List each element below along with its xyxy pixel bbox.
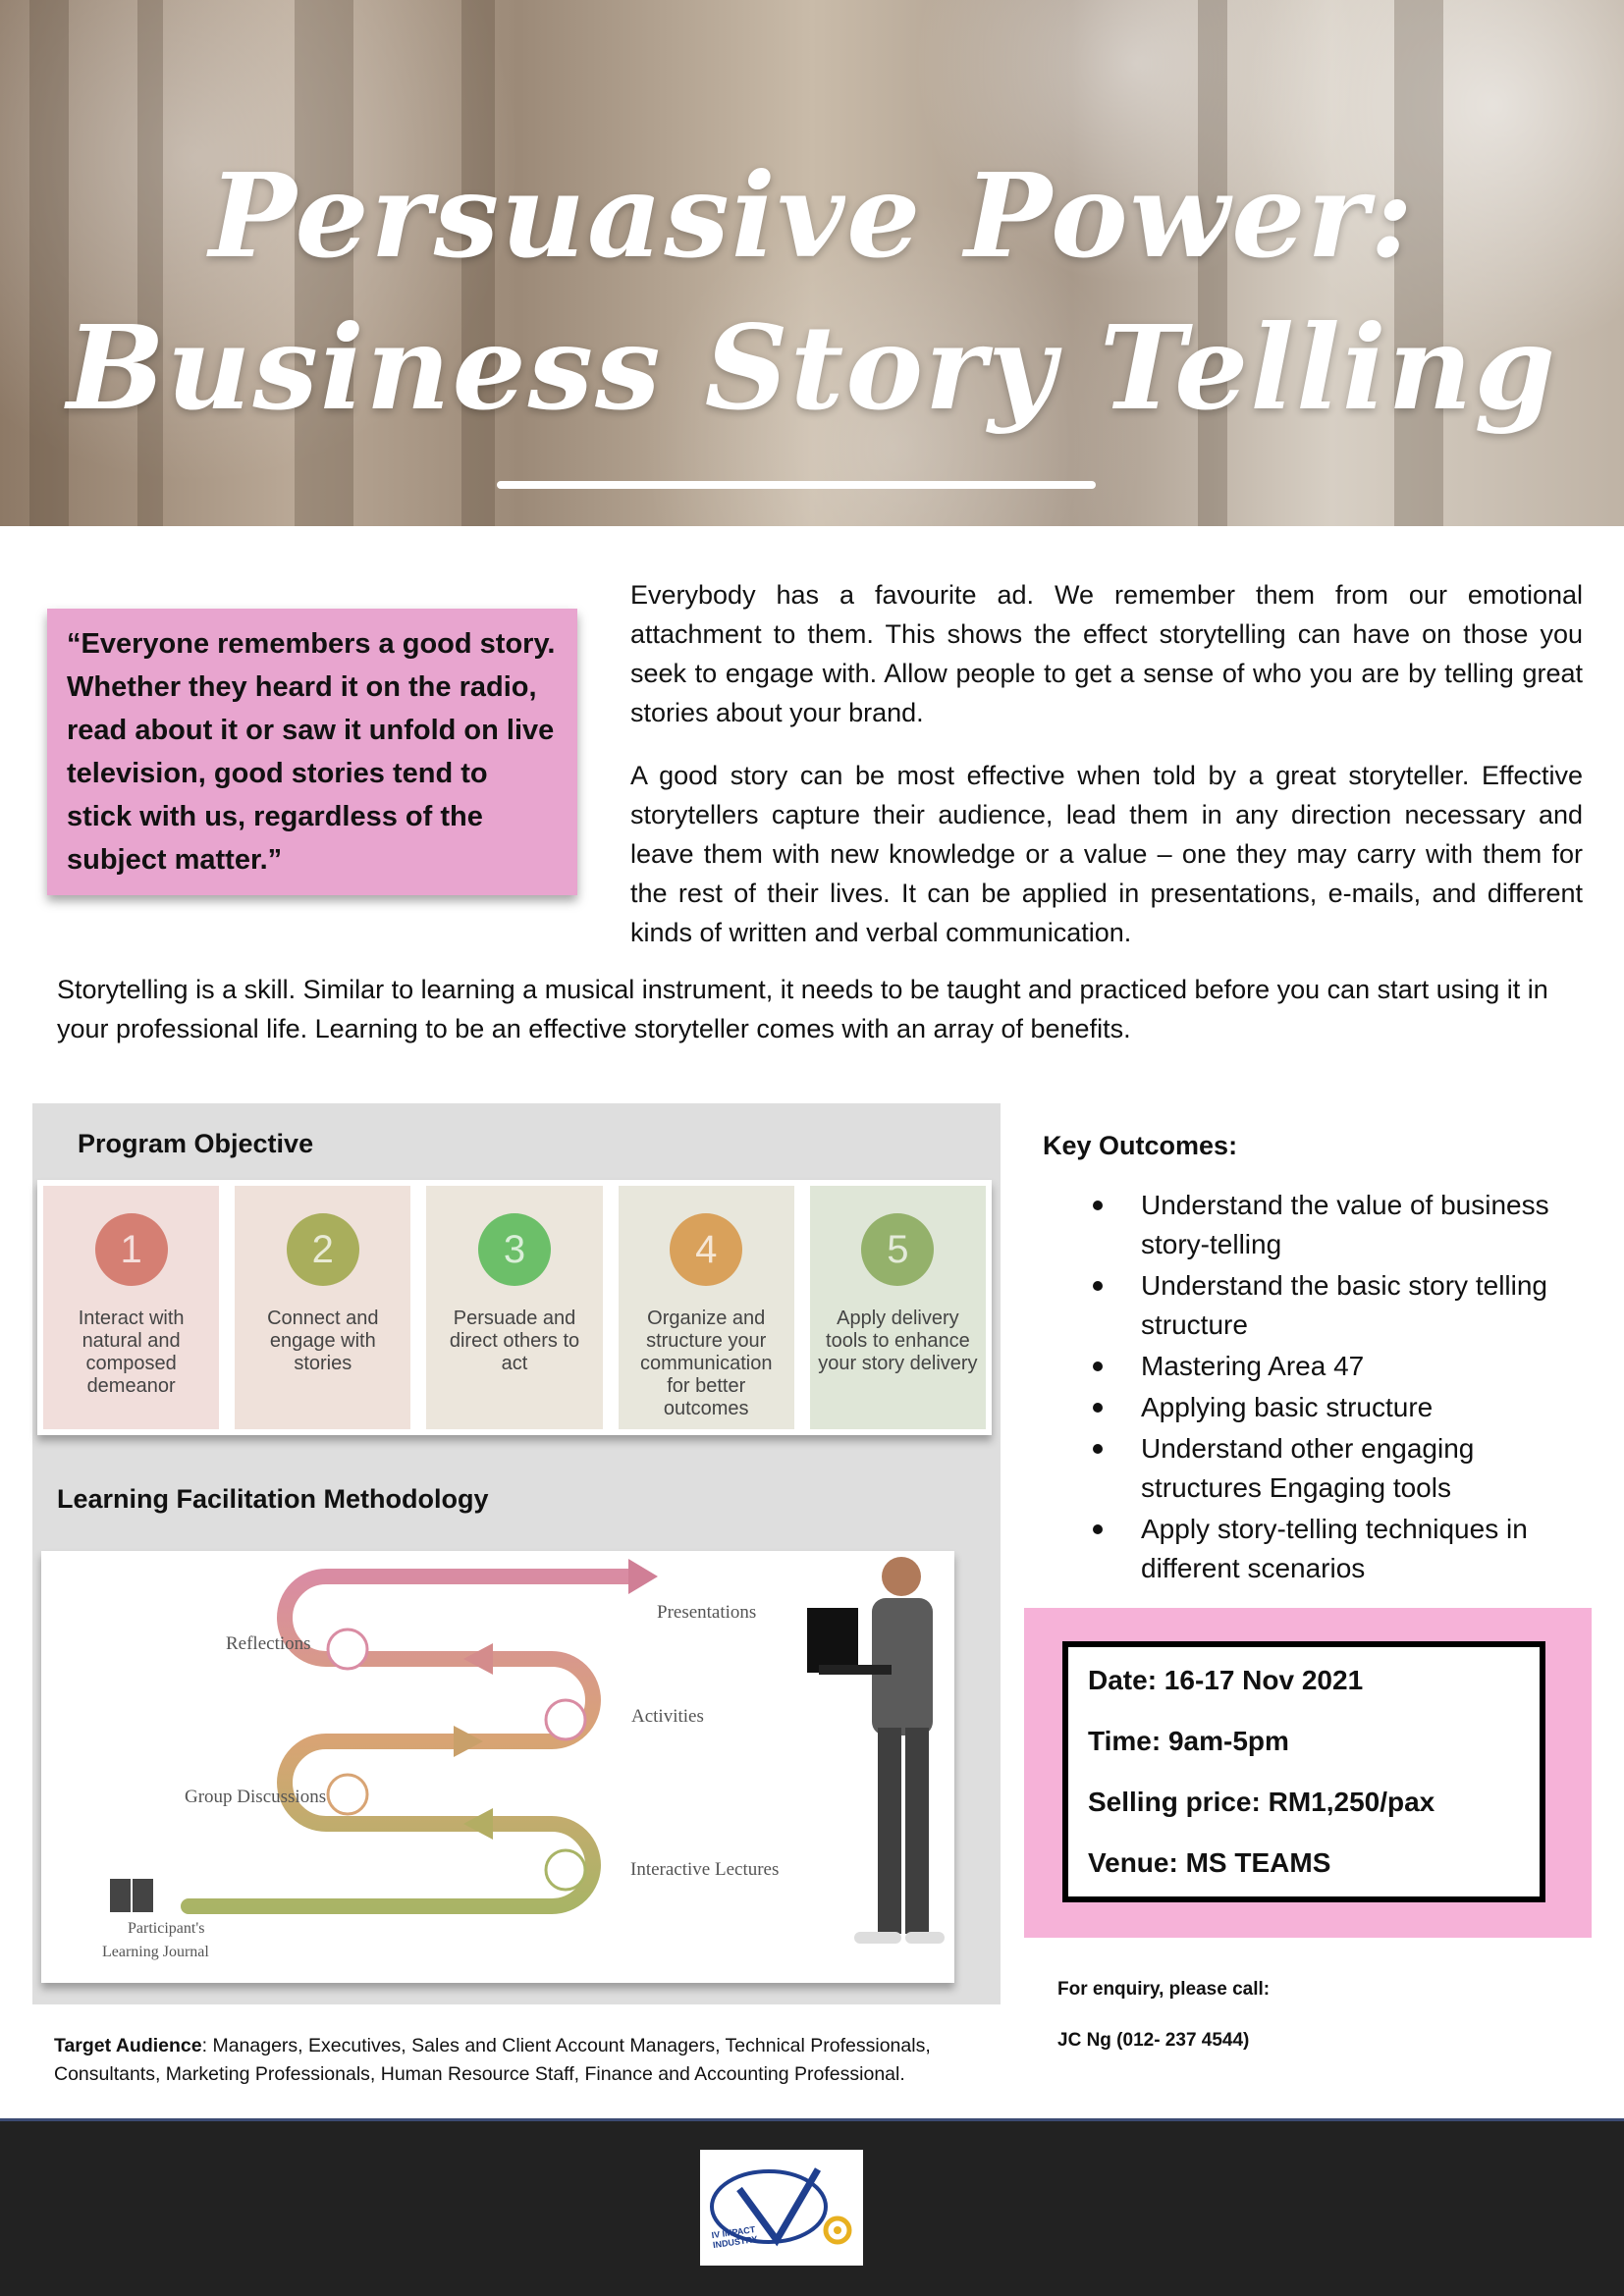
hero-underline (497, 481, 1096, 489)
key-outcome-item: Apply story-telling techniques in differ… (1090, 1510, 1600, 1588)
arrow-head-icon (463, 1643, 493, 1675)
hero-title-line1: Persuasive Power: (208, 147, 1416, 284)
hero-shelf (295, 0, 353, 526)
enquiry-label: For enquiry, please call: (1057, 1979, 1271, 2000)
company-logo: IV IMPACT INDUSTRY (700, 2150, 863, 2266)
target-audience-label: Target Audience (54, 2035, 202, 2056)
label-journal-line2: Learning Journal (102, 1944, 209, 1960)
hero-shelf (29, 0, 69, 526)
objective-card: 1 Interact with natural and composed dem… (43, 1186, 220, 1429)
target-audience: Target Audience: Managers, Executives, S… (54, 2032, 997, 2089)
label-activities: Activities (631, 1706, 704, 1727)
hero-title-line2: Business Story Telling (67, 299, 1557, 436)
label-journal-line1: Participant's (128, 1920, 205, 1937)
hero-shelf (461, 0, 495, 526)
label-group-discussions: Group Discussions (185, 1787, 327, 1807)
label-reflections: Reflections (226, 1633, 311, 1654)
event-info-box: Date: 16-17 Nov 2021 Time: 9am-5pm Selli… (1062, 1641, 1545, 1902)
hero-shelf (137, 0, 163, 526)
enquiry-contact: JC Ng (012- 237 4544) (1057, 2030, 1250, 2051)
target-audience-text: : Managers, Executives, Sales and Client… (54, 2035, 931, 2085)
objective-label: Organize and structure your communicatio… (639, 1308, 773, 1419)
program-objective-heading: Program Objective (78, 1129, 314, 1158)
methodology-diagram: Presentations Reflections Activities Gro… (41, 1551, 954, 1983)
objective-number: 3 (478, 1213, 551, 1286)
label-presentations: Presentations (657, 1602, 757, 1623)
reflection-icon (326, 1628, 369, 1671)
quote-box: “Everyone remembers a good story. Whethe… (47, 609, 577, 895)
key-outcome-item: Understand the basic story telling struc… (1090, 1266, 1600, 1345)
logo-icon (710, 2167, 852, 2247)
hero-banner: Persuasive Power: Business Story Telling (0, 0, 1624, 526)
objective-label: Interact with natural and composed demea… (78, 1308, 185, 1397)
objective-label: Connect and engage with stories (267, 1308, 379, 1374)
key-outcome-item: Mastering Area 47 (1090, 1347, 1600, 1386)
event-price: Selling price: RM1,250/pax (1088, 1787, 1435, 1817)
methodology-path (181, 1569, 638, 1914)
objective-number: 4 (670, 1213, 743, 1286)
objective-strip: 1 Interact with natural and composed dem… (37, 1180, 992, 1435)
arrow-head-icon (628, 1559, 658, 1594)
hero-shelf (1198, 0, 1227, 526)
arrow-head-icon (463, 1808, 493, 1840)
quote-text: “Everyone remembers a good story. Whethe… (67, 628, 556, 876)
lecture-icon (544, 1848, 587, 1892)
arrow-head-icon (454, 1726, 483, 1757)
key-outcome-item: Applying basic structure (1090, 1388, 1600, 1427)
event-time: Time: 9am-5pm (1088, 1726, 1289, 1756)
label-interactive-lectures: Interactive Lectures (630, 1859, 780, 1880)
objective-card: 5 Apply delivery tools to enhance your s… (809, 1186, 987, 1429)
objective-label: Persuade and direct others to act (449, 1308, 580, 1374)
key-outcomes-list: Understand the value of business story-t… (1090, 1186, 1600, 1590)
objective-card: 2 Connect and engage with stories (235, 1186, 411, 1429)
objective-card: 4 Organize and structure your communicat… (618, 1186, 794, 1429)
objective-card: 3 Persuade and direct others to act (426, 1186, 603, 1429)
presenter-figure-icon (807, 1557, 945, 1944)
key-outcomes-heading: Key Outcomes: (1043, 1131, 1238, 1160)
key-outcome-item: Understand other engaging structures Eng… (1090, 1429, 1600, 1508)
intro-paragraph-2: A good story can be most effective when … (630, 761, 1583, 947)
intro-paragraph-1: Everybody has a favourite ad. We remembe… (630, 580, 1583, 727)
methodology-path-svg (110, 1557, 945, 1944)
event-date: Date: 16-17 Nov 2021 (1088, 1665, 1364, 1695)
objective-number: 5 (861, 1213, 935, 1286)
discussion-icon (326, 1773, 369, 1816)
activity-icon (544, 1698, 587, 1741)
objective-number: 2 (286, 1213, 359, 1286)
objective-label: Apply delivery tools to enhance your sto… (818, 1308, 978, 1374)
hero-shelf (1394, 0, 1443, 526)
intro-paragraph-3: Storytelling is a skill. Similar to lear… (57, 975, 1548, 1043)
methodology-heading: Learning Facilitation Methodology (57, 1484, 489, 1514)
key-outcome-item: Understand the value of business story-t… (1090, 1186, 1600, 1264)
objective-number: 1 (94, 1213, 168, 1286)
event-venue: Venue: MS TEAMS (1088, 1847, 1331, 1878)
